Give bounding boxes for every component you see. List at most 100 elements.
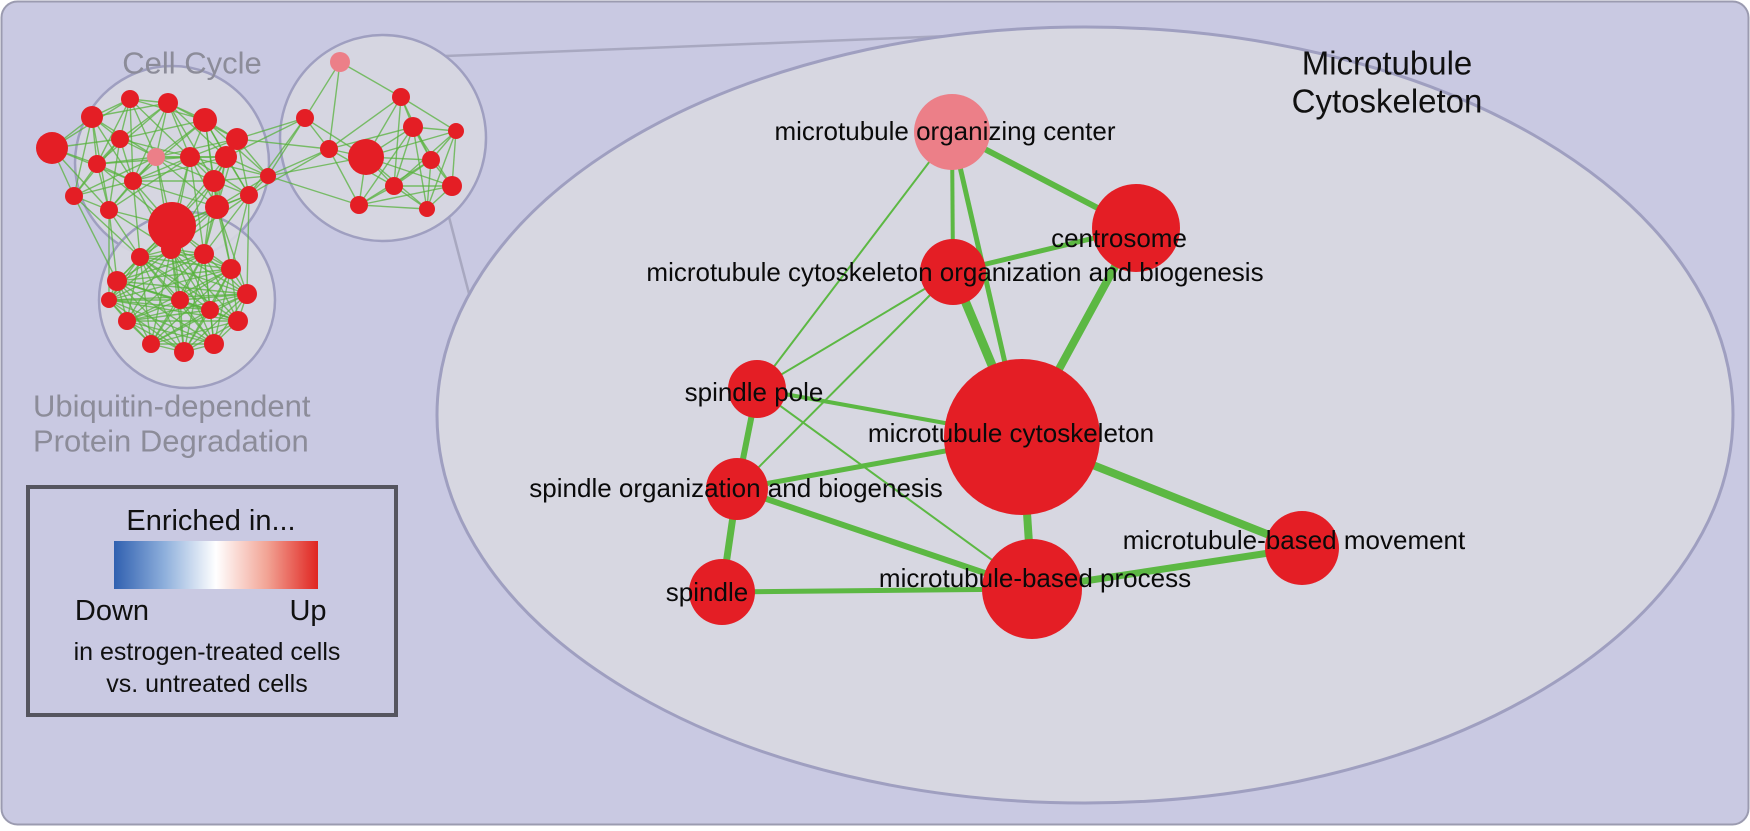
- legend-box: [26, 485, 398, 717]
- overview-edge: [170, 248, 248, 295]
- overview-edge: [108, 268, 232, 301]
- overview-edge: [132, 180, 141, 258]
- overview-edge: [108, 138, 121, 211]
- edge-microtubule-cytoskeleton-organization-and-biogenesis--spindle-organization-and-biogenesis: [736, 271, 954, 490]
- zoom-line-top: [444, 34, 951, 58]
- overview-edge: [236, 117, 306, 140]
- node-microtubule-cytoskeleton: [944, 359, 1100, 515]
- overview-node: [330, 52, 350, 72]
- overview-edge: [139, 256, 185, 353]
- overview-node: [422, 151, 440, 169]
- node-spindle: [689, 559, 755, 625]
- overview-edge: [108, 299, 185, 353]
- overview-edge: [126, 309, 211, 322]
- overview-node: [385, 177, 403, 195]
- overview-node: [350, 196, 368, 214]
- overview-edge: [108, 209, 118, 282]
- cell-cycle-cluster-label: Cell Cycle: [122, 46, 262, 81]
- overview-edge: [132, 119, 206, 182]
- overview-edge: [96, 98, 131, 165]
- overview-edge: [126, 299, 181, 322]
- overview-node: [348, 139, 384, 175]
- overview-node: [118, 312, 136, 330]
- legend-gradient-bar: [114, 541, 318, 589]
- overview-node: [204, 334, 224, 354]
- legend: Enriched in... Down Up in estrogen-treat…: [26, 485, 398, 717]
- overview-node: [240, 186, 258, 204]
- legend-caption-line1: in estrogen-treated cells: [74, 638, 341, 666]
- overview-node: [158, 93, 178, 113]
- overview-edge: [116, 280, 152, 345]
- overview-node: [260, 168, 276, 184]
- overview-edge: [119, 138, 191, 158]
- overview-node: [203, 170, 225, 192]
- overview-edge: [150, 320, 239, 345]
- overview-mini-network: [36, 52, 464, 362]
- overview-node: [36, 132, 68, 164]
- figure-title: Microtubule Cytoskeleton: [1292, 45, 1483, 120]
- overview-edge: [328, 96, 402, 150]
- legend-down-label: Down: [75, 595, 149, 627]
- overview-node: [237, 284, 257, 304]
- node-microtubule-based-movement: [1265, 511, 1339, 585]
- overview-edge: [358, 204, 428, 210]
- overview-edge: [108, 253, 205, 301]
- overview-node: [100, 201, 118, 219]
- overview-node: [180, 147, 200, 167]
- overview-edge: [236, 138, 330, 150]
- overview-node: [81, 106, 103, 128]
- node-label-spindle-pole: spindle pole: [685, 377, 824, 407]
- overview-edge: [216, 206, 248, 295]
- overview-edge: [230, 194, 250, 270]
- overview-edge: [73, 195, 141, 258]
- node-label-spindle: spindle: [666, 577, 748, 607]
- overview-edge: [73, 195, 118, 282]
- node-microtubule-cytoskeleton-organization-and-biogenesis: [920, 239, 986, 305]
- overview-edge: [183, 293, 248, 353]
- overview-node: [228, 311, 248, 331]
- overview-node: [88, 155, 106, 173]
- node-microtubule-organizing-center: [914, 94, 990, 170]
- overview-edge: [155, 138, 238, 158]
- overview-edge: [119, 119, 206, 140]
- overview-node: [193, 108, 217, 132]
- overview-edge: [267, 148, 330, 177]
- overview-edge: [132, 180, 218, 208]
- legend-caption-line2: vs. untreated cells: [106, 670, 308, 698]
- overview-edge: [96, 156, 191, 165]
- node-label-centrosome: centrosome: [1051, 223, 1187, 253]
- overview-edge: [246, 194, 250, 295]
- overview-edge: [126, 248, 172, 322]
- overview-edge: [132, 156, 227, 182]
- overview-edge: [203, 194, 250, 255]
- overview-edge: [108, 248, 172, 301]
- overview-node: [111, 130, 129, 148]
- figure-title-line1: Microtubule: [1302, 45, 1473, 82]
- overview-node: [147, 148, 165, 166]
- figure-title-line2: Cytoskeleton: [1292, 83, 1483, 120]
- overview-node: [124, 172, 142, 190]
- overview-node: [403, 117, 423, 137]
- overview-node: [121, 90, 139, 108]
- overview-edge: [304, 61, 341, 119]
- overview-edge: [150, 293, 248, 345]
- legend-up-label: Up: [289, 595, 326, 627]
- overview-labels: Cell Cycle Ubiquitin-dependent Protein D…: [33, 46, 311, 459]
- node-label-microtubule-cytoskeleton-organization-and-biogenesis: microtubule cytoskeleton organization an…: [646, 257, 1263, 287]
- main-network: microtubule organizing center centrosome m…: [529, 94, 1466, 639]
- overview-node: [101, 292, 117, 308]
- overview-node: [131, 248, 149, 266]
- overview-edge: [179, 293, 248, 301]
- overview-edge: [203, 180, 215, 255]
- edge-microtubule-organizing-center--spindle-pole: [756, 131, 953, 390]
- overview-edge: [73, 156, 157, 197]
- overview-edge: [393, 126, 414, 187]
- overview-edge: [108, 299, 215, 345]
- overview-edge: [108, 299, 211, 311]
- overview-edge: [393, 96, 402, 187]
- node-label-microtubule-organizing-center: microtubule organizing center: [774, 116, 1115, 146]
- node-label-microtubule-cytoskeleton: microtubule cytoskeleton: [868, 418, 1154, 448]
- overview-node: [448, 123, 464, 139]
- overview-node: [107, 271, 127, 291]
